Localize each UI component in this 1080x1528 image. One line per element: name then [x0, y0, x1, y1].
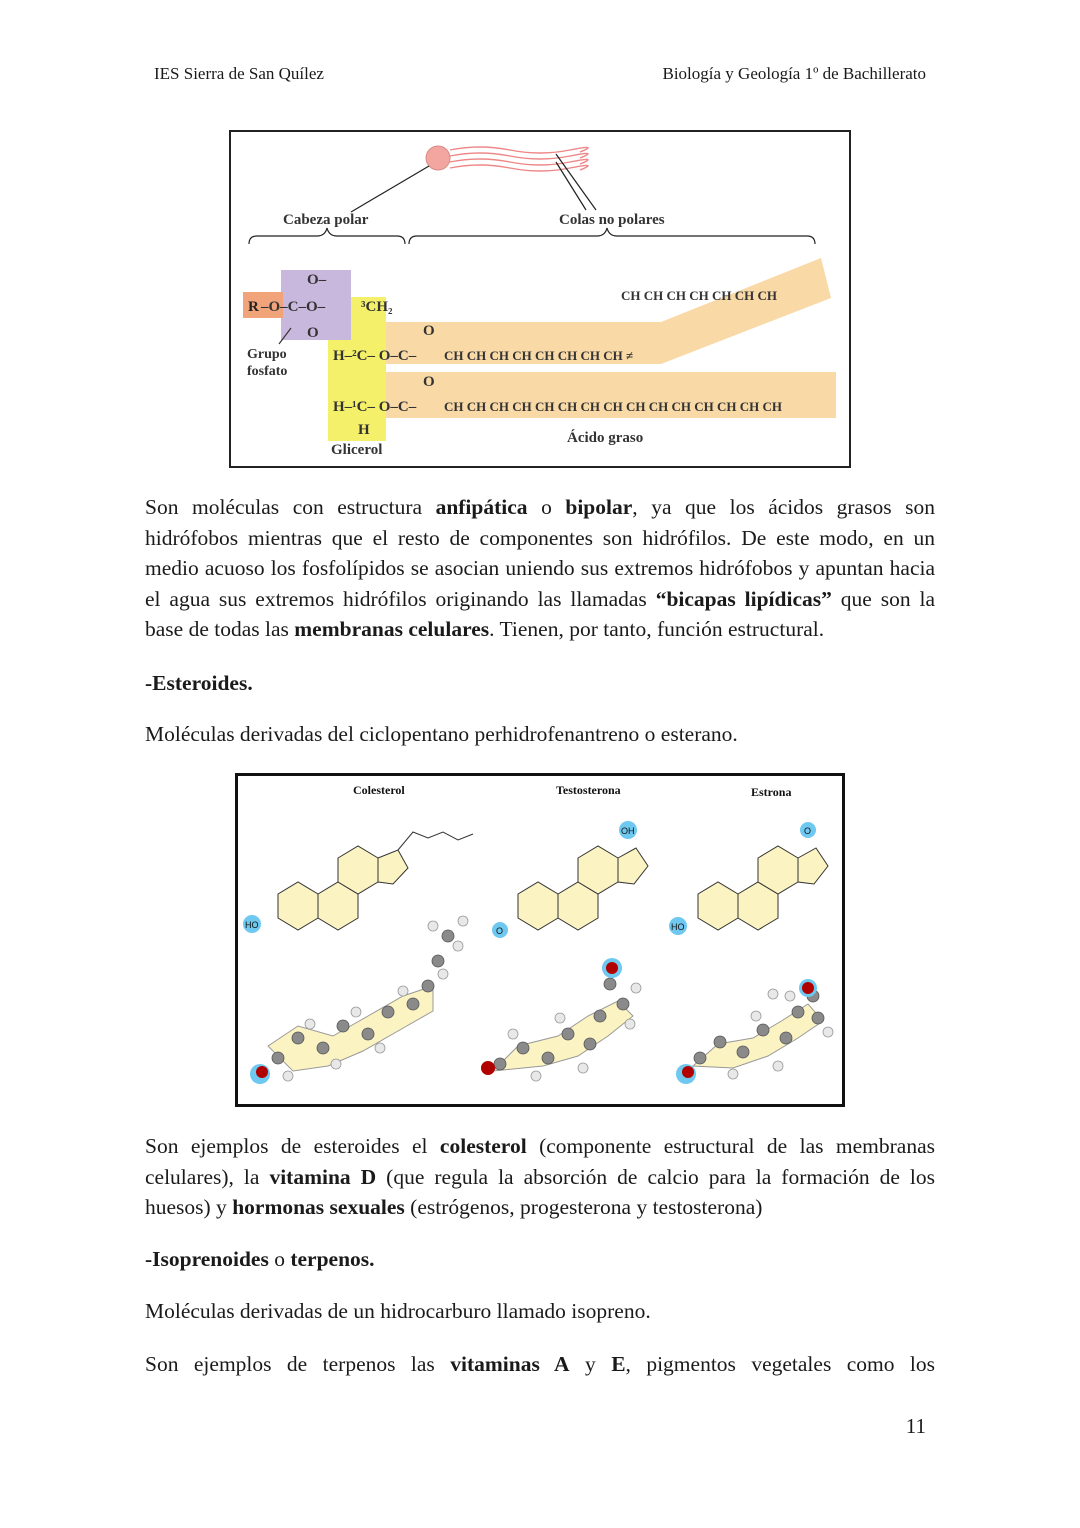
tails-brace: [408, 227, 816, 245]
chain-lower: CH CH CH CH CH CH CH CH CH CH CH CH CH C…: [444, 399, 782, 414]
r-label: R: [248, 299, 259, 315]
nonpolar-tails-label: Colas no polares: [559, 212, 665, 228]
fatty-acid-label: Ácido graso: [567, 429, 643, 446]
estrone-o: O: [804, 826, 811, 836]
testosterone-structure: [517, 845, 649, 931]
chain-middle: CH CH CH CH CH CH CH CH ≠: [444, 348, 633, 363]
steroids-figure: Colesterol Testosterona Estrona HO OH O: [235, 773, 845, 1107]
label-cholesterol: Colesterol: [353, 783, 405, 797]
svg-text:H: H: [358, 422, 370, 438]
svg-text:O–: O–: [307, 272, 327, 288]
cholesterol-structure: [277, 831, 474, 931]
polar-head-label: Cabeza polar: [283, 212, 369, 228]
svg-text:³CH₂: ³CH₂: [361, 299, 393, 315]
estrone-structure: [697, 845, 829, 931]
label-testosterone: Testosterona: [556, 783, 621, 797]
header-course: Biología y Geología 1º de Bachillerato: [662, 64, 926, 83]
estrone-ball-model: [676, 979, 834, 1084]
terpenes-heading: -Isoprenoides o terpenos.: [145, 1247, 375, 1271]
phosphate-block: [281, 270, 351, 340]
upper-fatty-acid-band: [386, 258, 831, 364]
page-number: 11: [905, 1414, 926, 1438]
svg-text:–O–C–O–: –O–C–O–: [260, 299, 326, 315]
cholesterol-ball-model: [250, 915, 469, 1084]
testosterone-ball-model: [481, 958, 642, 1082]
terpenes-examples-paragraph: Son ejemplos de terpenos las vitaminas A…: [145, 1352, 936, 1376]
testosterone-o: O: [496, 926, 503, 936]
polar-head-sphere: [425, 145, 451, 171]
glycerol-label: Glicerol: [331, 442, 382, 458]
lower-fatty-acid-band: [386, 372, 836, 418]
steroids-intro: Moléculas derivadas del ciclopentano per…: [145, 722, 738, 746]
phosphate-label-1: Grupo: [247, 347, 287, 362]
svg-text:O: O: [423, 374, 435, 390]
phosphate-label-2: fosfato: [247, 364, 287, 379]
phospholipid-figure: Cabeza polar Colas no polares R –O–C–O– …: [229, 130, 851, 468]
phospholipid-diagram: Cabeza polar Colas no polares R –O–C–O– …: [243, 145, 836, 458]
chain-upper: CH CH CH CH CH CH CH: [621, 288, 777, 303]
svg-text:O: O: [423, 323, 435, 339]
steroids-examples-paragraph: Son ejemplos de esteroides el colesterol…: [145, 1134, 935, 1220]
cholesterol-ho: HO: [245, 920, 259, 930]
header-school: IES Sierra de San Quílez: [154, 64, 324, 83]
estrone-ho: HO: [671, 922, 685, 932]
amphipathic-paragraph: Son moléculas con estructura anfipática …: [145, 495, 936, 642]
nonpolar-tails-sketch: [449, 146, 589, 172]
svg-text:H–²C– O–C–: H–²C– O–C–: [333, 348, 417, 364]
svg-text:H–¹C– O–C–: H–¹C– O–C–: [333, 399, 417, 415]
head-brace: [248, 227, 406, 245]
svg-text:O: O: [307, 325, 319, 341]
testosterone-oh: OH: [621, 826, 635, 836]
terpenes-intro: Moléculas derivadas de un hidrocarburo l…: [145, 1299, 651, 1323]
steroids-diagram: Colesterol Testosterona Estrona HO OH O: [243, 783, 834, 1084]
steroids-heading: -Esteroides.: [145, 671, 253, 695]
label-estrone: Estrona: [751, 785, 791, 799]
r-group-block: [243, 292, 283, 318]
